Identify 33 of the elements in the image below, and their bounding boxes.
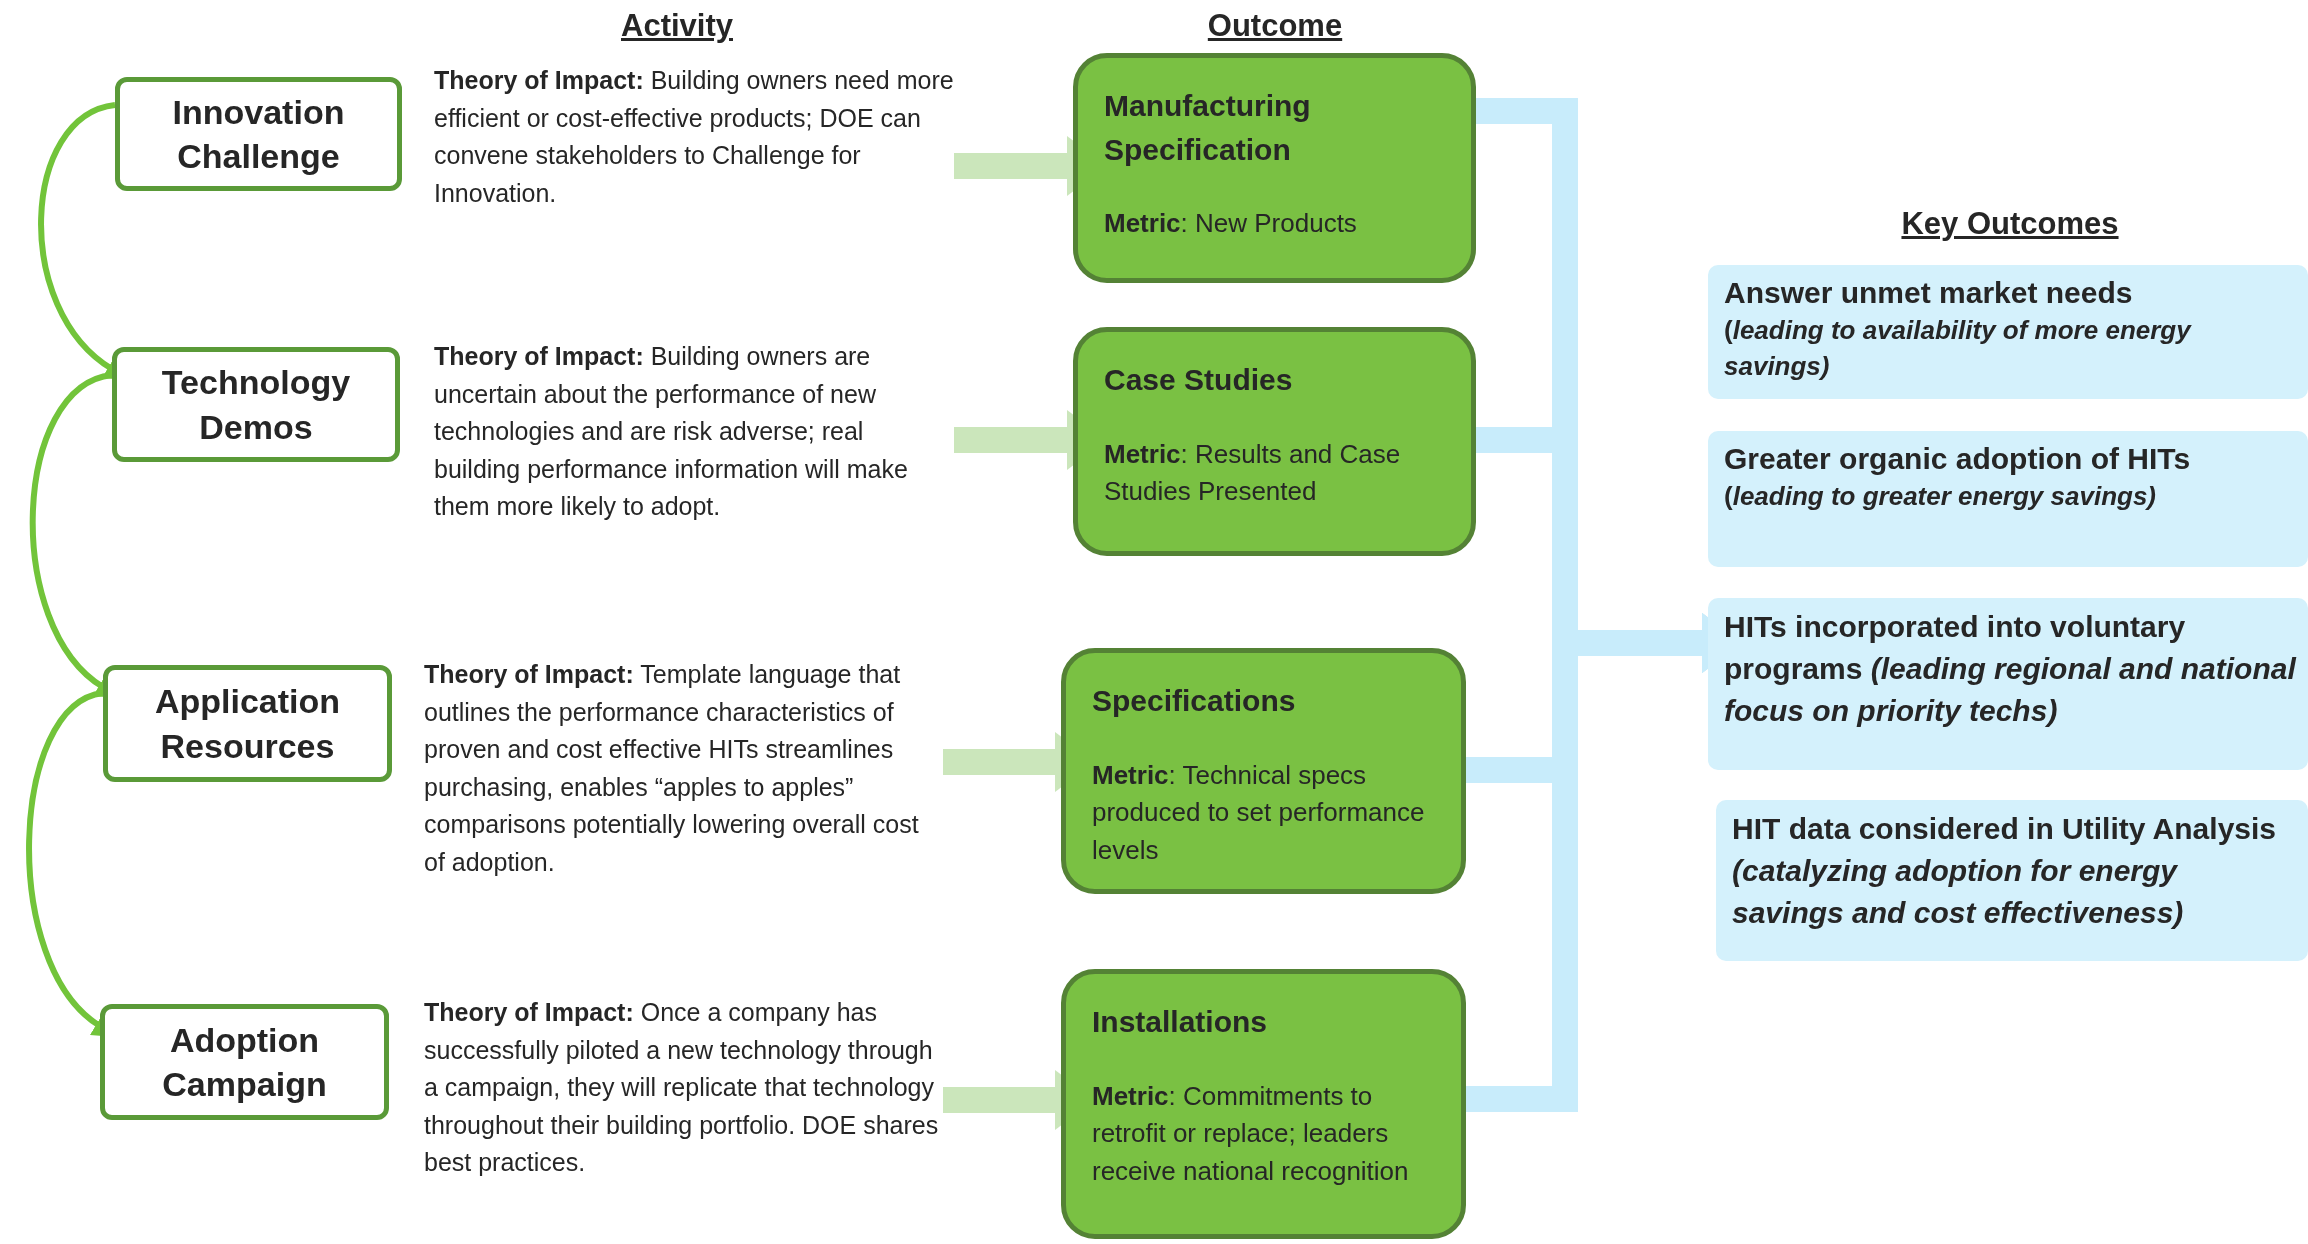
column-heading: Activity bbox=[621, 8, 733, 44]
metric-text: Metric: Results and Case Studies Presented bbox=[1104, 437, 1402, 509]
outcome-title: Installations bbox=[1092, 1004, 1269, 1040]
outcome-box bbox=[1061, 648, 1466, 894]
key-outcome-heading: Greater organic adoption of HITs bbox=[1724, 441, 2192, 477]
activity-box: Adoption Campaign bbox=[100, 1004, 389, 1120]
key-outcome-box bbox=[1708, 431, 2308, 567]
key-outcome-note: (leading to availability of more energy savings) bbox=[1724, 314, 2193, 384]
outcome-title: Manufacturing Specification bbox=[1104, 88, 1312, 168]
column-heading: Key Outcomes bbox=[1901, 206, 2119, 242]
metric-text: Metric: New Products bbox=[1104, 207, 1358, 240]
outcome-box bbox=[1073, 327, 1476, 556]
outcome-box bbox=[1061, 969, 1466, 1239]
key-outcome-box bbox=[1708, 598, 2308, 770]
key-outcome-text: HIT data considered in Utility Analysis (catalyzing adoption for energy savings and cost effectiveness) bbox=[1732, 811, 2277, 931]
outcome-box bbox=[1073, 53, 1476, 283]
key-outcome-box bbox=[1708, 265, 2308, 399]
key-outcome-text: HITs incorporated into voluntary programs (leading regional and national focus on priority techs) bbox=[1724, 609, 2296, 729]
activity-box: Technology Demos bbox=[112, 347, 400, 462]
key-outcome-box bbox=[1716, 800, 2308, 961]
metric-text: Metric: Commitments to retrofit or replace; leaders receive national recognition bbox=[1092, 1079, 1410, 1188]
outcome-title: Specifications bbox=[1092, 683, 1297, 719]
activity-box: Innovation Challenge bbox=[115, 77, 402, 191]
metric-text: Metric: Technical specs produced to set performance levels bbox=[1092, 758, 1426, 867]
theory-of-impact-text: Theory of Impact: Template language that outlines the performance characteristics of proven and cost effective HITs streamlines purchasing, enables “apples to apples” comparisons potentially lowering overall cost of adoption. bbox=[424, 656, 943, 881]
theory-of-impact-text: Theory of Impact: Building owners need more efficient or cost-effective products; DOE can convene stakeholders to Challenge for Innovation. bbox=[434, 62, 954, 212]
outcome-title: Case Studies bbox=[1104, 362, 1294, 398]
activity-box: Application Resources bbox=[103, 665, 392, 782]
theory-of-impact-text: Theory of Impact: Building owners are uncertain about the performance of new technologies and are risk adverse; real building performance information will make them more likely to adopt. bbox=[434, 338, 954, 526]
theory-of-impact-text: Theory of Impact: Once a company has successfully piloted a new technology through a campaign, they will replicate that technology throughout their building portfolio. DOE shares best practices. bbox=[424, 994, 943, 1182]
key-outcome-heading: Answer unmet market needs bbox=[1724, 275, 2134, 311]
column-heading: Outcome bbox=[1207, 8, 1343, 44]
key-outcome-note: (leading to greater energy savings) bbox=[1724, 480, 2158, 513]
